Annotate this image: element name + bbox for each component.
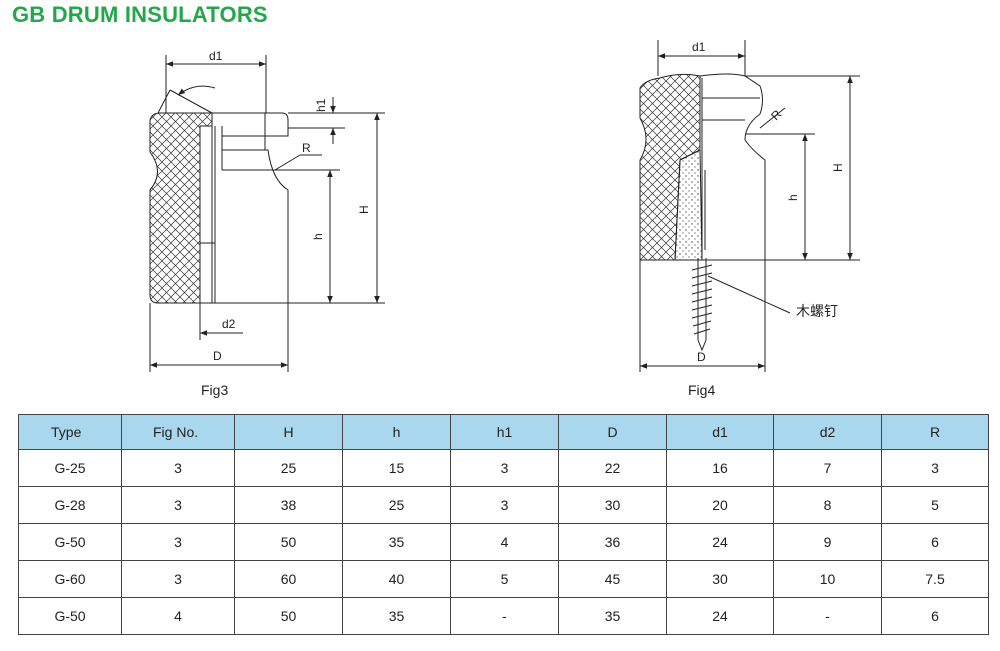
cell-h1: 3 (450, 486, 559, 524)
page-title: GB DRUM INSULATORS (12, 2, 268, 27)
fig4-label-d1: d1 (692, 40, 706, 54)
fig4-label-h: h (786, 194, 800, 201)
table-row: G-25 3 25 15 3 22 16 7 3 (18, 449, 989, 487)
cell-d1: 20 (666, 486, 774, 524)
fig3-label-h: h (311, 233, 325, 240)
cell-R: 7.5 (881, 560, 989, 598)
fig3-label-d2: d2 (222, 317, 236, 331)
cell-fig-no: 3 (121, 560, 235, 598)
header-fig-no: Fig No. (121, 414, 235, 450)
header-d1: d1 (666, 414, 774, 450)
cell-D: 35 (558, 597, 667, 635)
cell-R: 5 (881, 486, 989, 524)
cell-d2: 10 (773, 560, 882, 598)
header-h: h (342, 414, 451, 450)
cell-d1: 24 (666, 523, 774, 561)
header-d2: d2 (773, 414, 882, 450)
cell-H: 50 (234, 523, 343, 561)
cell-h1: 5 (450, 560, 559, 598)
cell-fig-no: 4 (121, 597, 235, 635)
cell-type: G-25 (18, 449, 122, 487)
cell-type: G-60 (18, 560, 122, 598)
fig3-section-hatch (149, 112, 213, 304)
cell-H: 38 (234, 486, 343, 524)
fig3-label-h1: h1 (314, 98, 328, 112)
cell-type: G-50 (18, 597, 122, 635)
cell-h: 35 (342, 523, 451, 561)
cell-h: 40 (342, 560, 451, 598)
cell-d1: 16 (666, 449, 774, 487)
technical-drawings: d1 h1 R H h d2 D (149, 40, 860, 372)
fig4-label-H: H (831, 163, 845, 172)
cell-H: 60 (234, 560, 343, 598)
fig3-label-d1: d1 (209, 49, 223, 63)
cell-h1: - (450, 597, 559, 635)
fig4-label-R: R (768, 107, 784, 123)
cell-H: 50 (234, 597, 343, 635)
header-H: H (234, 414, 343, 450)
cell-d1: 30 (666, 560, 774, 598)
cell-h1: 3 (450, 449, 559, 487)
cell-fig-no: 3 (121, 449, 235, 487)
table-header-row: Type Fig No. H h h1 D d1 d2 R (18, 414, 989, 450)
cell-type: G-28 (18, 486, 122, 524)
cell-d2: - (773, 597, 882, 635)
table-row: G-50 4 50 35 - 35 24 - 6 (18, 597, 989, 635)
fig4-drawing (639, 40, 860, 372)
cell-D: 30 (558, 486, 667, 524)
header-type: Type (18, 414, 122, 450)
cell-D: 22 (558, 449, 667, 487)
cell-fig-no: 3 (121, 486, 235, 524)
cell-H: 25 (234, 449, 343, 487)
cell-type: G-50 (18, 523, 122, 561)
header-h1: h1 (450, 414, 559, 450)
cell-d2: 7 (773, 449, 882, 487)
cell-h: 15 (342, 449, 451, 487)
cell-R: 3 (881, 449, 989, 487)
header-D: D (558, 414, 667, 450)
fig4-caption: Fig4 (688, 382, 716, 398)
spec-table: Type Fig No. H h h1 D d1 d2 R G-25 3 25 … (18, 414, 989, 635)
cell-h: 25 (342, 486, 451, 524)
cell-R: 6 (881, 597, 989, 635)
cell-d2: 8 (773, 486, 882, 524)
cell-h1: 4 (450, 523, 559, 561)
fig4-label-screw: 木螺钉 (796, 303, 838, 319)
cell-R: 6 (881, 523, 989, 561)
cell-h: 35 (342, 597, 451, 635)
wood-screw (691, 258, 713, 352)
fig4-labels: d1 R H h D 木螺钉 (692, 40, 845, 364)
fig4-label-D: D (697, 350, 706, 364)
fig3-label-H: H (357, 205, 371, 214)
cell-D: 36 (558, 523, 667, 561)
fig4-section-hatch (639, 73, 701, 261)
table-row: G-28 3 38 25 3 30 20 8 5 (18, 486, 989, 524)
fig3-caption: Fig3 (201, 382, 229, 398)
fig3-label-R: R (302, 141, 311, 155)
cell-d1: 24 (666, 597, 774, 635)
fig3-labels: d1 h1 R H h d2 D (209, 49, 371, 363)
fig3-label-D: D (213, 349, 222, 363)
header-R: R (881, 414, 989, 450)
cell-d2: 9 (773, 523, 882, 561)
cell-fig-no: 3 (121, 523, 235, 561)
table-row: G-50 3 50 35 4 36 24 9 6 (18, 523, 989, 561)
table-row: G-60 3 60 40 5 45 30 10 7.5 (18, 560, 989, 598)
cell-D: 45 (558, 560, 667, 598)
fig3-drawing (149, 55, 385, 372)
